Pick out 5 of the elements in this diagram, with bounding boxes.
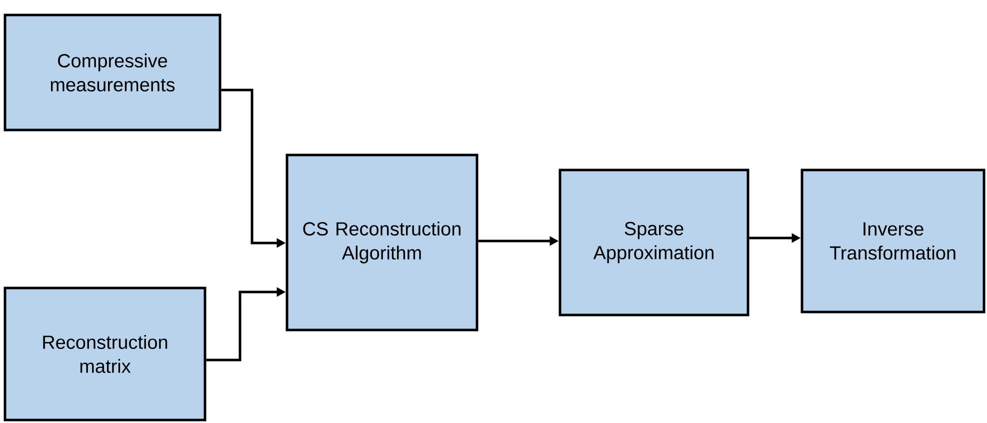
process-box: Reconstruction matrix bbox=[4, 286, 206, 422]
process-box: Sparse Approximation bbox=[558, 168, 750, 316]
process-box: Inverse Transformation bbox=[800, 168, 986, 314]
process-box: Compressive measurements bbox=[4, 14, 222, 132]
process-box: CS Reconstruction Algorithm bbox=[286, 154, 478, 332]
